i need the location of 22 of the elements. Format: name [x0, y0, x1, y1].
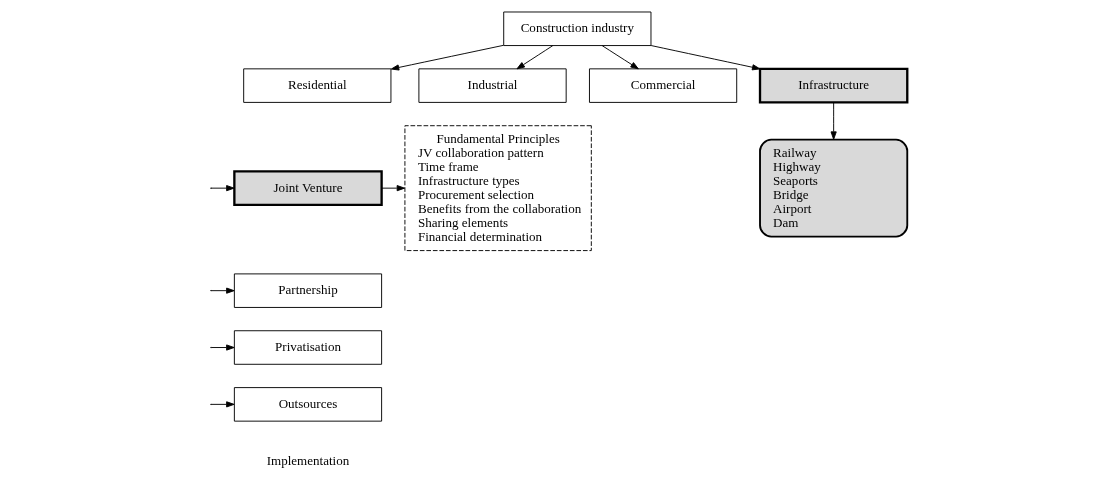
arrow: [830, 102, 837, 140]
arrow: [601, 45, 639, 70]
arrow: [381, 185, 406, 192]
node-box: Privatisation: [233, 330, 383, 365]
node-box: Residential: [243, 68, 392, 103]
node-box: Railway Highway Seaports Bridge Airport Dam: [759, 138, 909, 238]
node-box: Fundamental Principles JV collaboration pattern Time frame Infrastructure types Procurement selection Benefits from the collaboration Sharing elements Financial determination: [404, 125, 592, 252]
node-box: Outsources: [233, 387, 383, 422]
arrow: [211, 344, 235, 351]
arrow: [650, 45, 761, 71]
node-box: Infrastructure: [758, 67, 909, 104]
node-box: Industrial: [418, 68, 567, 103]
arrow: [390, 44, 504, 71]
node-box: Partnership: [233, 273, 383, 308]
label: Implementation: [266, 452, 350, 468]
arrow: [516, 45, 554, 70]
arrow: [211, 185, 235, 192]
arrow: [211, 401, 235, 408]
node-box: Construction industry: [503, 11, 652, 46]
node-box: Joint Venture: [233, 170, 383, 207]
arrow: [211, 287, 235, 294]
node-box: Commercial: [589, 68, 738, 103]
